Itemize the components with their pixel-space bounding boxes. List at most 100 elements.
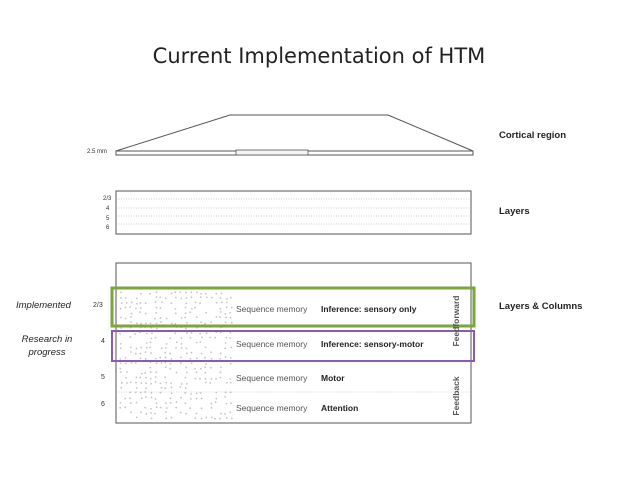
cell-dot	[185, 327, 187, 330]
cell-dot	[154, 317, 156, 320]
cell-dot	[204, 377, 207, 380]
cell-dot	[199, 332, 202, 335]
cell-dot	[191, 307, 193, 310]
cell-dot	[180, 317, 183, 319]
cell-dot	[189, 407, 191, 410]
cell-dot	[134, 352, 137, 355]
cell-dot	[185, 347, 188, 350]
cell-dot	[150, 411, 152, 414]
layer-number: 6	[106, 225, 110, 231]
cell-dot	[225, 402, 228, 405]
feedback-label: Feedback	[451, 376, 461, 416]
cell-dot	[214, 417, 216, 420]
columns-block	[115, 262, 472, 424]
cell-dot	[204, 292, 207, 295]
cell-dot	[124, 306, 127, 309]
cell-dot	[215, 301, 218, 304]
cell-dot	[224, 396, 226, 398]
cell-dot	[179, 291, 182, 294]
cell-dot	[165, 317, 168, 320]
cell-dot	[179, 362, 182, 364]
cell-dot	[190, 351, 193, 354]
cell-dot	[199, 296, 202, 299]
cell-dot	[184, 376, 187, 379]
cell-dot	[119, 343, 122, 345]
cell-dot	[169, 367, 172, 370]
cell-dot	[210, 351, 212, 354]
cell-dot	[165, 346, 167, 349]
cell-dot	[120, 316, 122, 319]
cell-dot	[140, 346, 142, 349]
cell-dot	[155, 406, 158, 409]
cell-dot	[200, 321, 202, 324]
cell-dot	[136, 387, 138, 389]
cell-dot	[224, 391, 227, 394]
cell-dot	[224, 312, 227, 315]
cell-dot	[129, 402, 132, 404]
cell-dot	[119, 358, 122, 360]
cell-dots	[119, 291, 233, 420]
cell-dot	[230, 346, 233, 349]
cell-dot	[219, 417, 222, 420]
cell-dot	[185, 302, 187, 305]
row-number: 4	[101, 338, 105, 345]
cell-dot	[185, 291, 187, 294]
cell-dot	[204, 322, 207, 325]
cell-dot	[154, 336, 157, 339]
scale-label: 2.5 mm	[87, 149, 108, 155]
cell-dot	[175, 406, 178, 409]
cell-dot	[224, 413, 226, 415]
cell-dot	[139, 391, 142, 394]
layer-number: 4	[106, 206, 110, 212]
cell-dot	[120, 386, 123, 389]
cell-dot	[230, 321, 233, 324]
cell-dot	[145, 382, 147, 385]
cell-dot	[195, 397, 198, 400]
cell-dot	[135, 297, 138, 300]
cell-dot	[210, 357, 213, 360]
cell-dot	[124, 297, 127, 299]
feedforward-label: Feedforward	[451, 295, 461, 347]
cell-dot	[149, 377, 152, 380]
cell-dot	[126, 371, 128, 373]
cell-dot	[196, 357, 198, 360]
cell-dot	[224, 342, 227, 344]
cell-dot	[205, 332, 208, 335]
cell-dot	[205, 381, 207, 384]
cell-dot	[140, 397, 143, 400]
cell-dot	[184, 306, 187, 309]
cell-dot	[199, 302, 201, 305]
cell-dot	[124, 356, 127, 359]
cell-dot	[145, 322, 147, 325]
cell-dot	[219, 371, 222, 374]
cell-dot	[136, 322, 138, 325]
cell-dot	[195, 412, 198, 415]
cell-dot	[139, 292, 142, 295]
cell-dot	[175, 371, 178, 374]
cell-dot	[195, 316, 198, 318]
cell-dot	[215, 391, 218, 394]
cell-dot	[170, 392, 173, 395]
cell-dot	[200, 407, 203, 410]
sequence-memory-label: Sequence memory	[236, 304, 308, 314]
cell-dot	[226, 297, 228, 300]
cell-dot	[139, 311, 141, 314]
cell-dot	[200, 367, 202, 370]
cell-dot	[170, 386, 173, 389]
cell-dot	[150, 417, 153, 420]
implemented-frame	[110, 286, 476, 328]
function-label: Inference: sensory-motor	[321, 339, 424, 349]
cell-dot	[205, 296, 208, 299]
cell-dot	[119, 402, 122, 404]
cell-dot	[140, 382, 143, 385]
function-label: Inference: sensory only	[321, 304, 417, 314]
cell-dot	[185, 412, 188, 415]
cell-dot	[154, 376, 157, 379]
cell-dot	[150, 332, 153, 335]
cell-dot	[210, 366, 212, 369]
cell-dot	[195, 392, 198, 395]
cell-dot	[169, 401, 172, 404]
cell-dot	[144, 351, 147, 354]
cell-dot	[169, 352, 172, 355]
